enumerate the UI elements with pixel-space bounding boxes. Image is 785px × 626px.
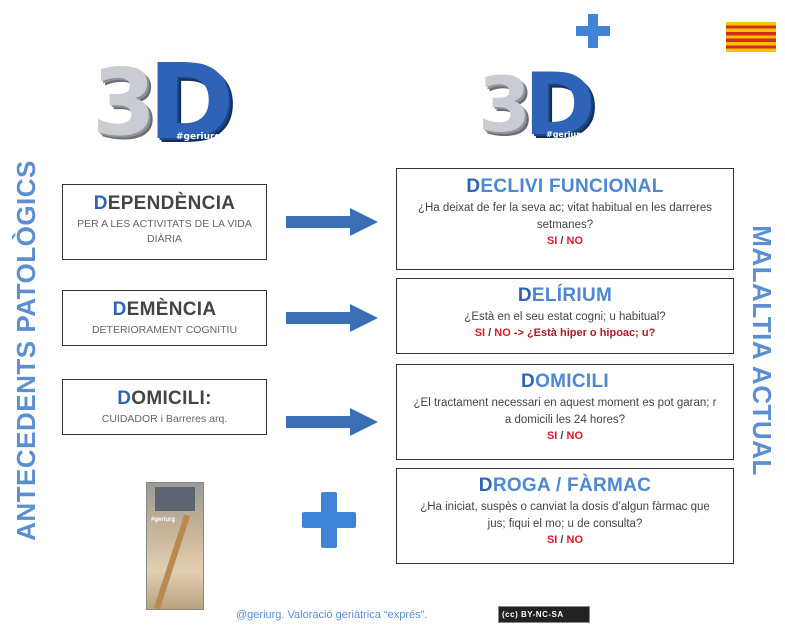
- box-declivi-title: DECLIVI FUNCIONAL: [466, 176, 664, 197]
- logo-tag-right: #geriurg: [546, 130, 586, 139]
- box-dependencia-subtitle: PER A LES ACTIVITATS DE LA VIDA DIÀRIA: [77, 218, 252, 245]
- plus-icon-small: [576, 14, 610, 48]
- box-delirium-title: DELÍRIUM: [517, 285, 613, 306]
- logo-tag-left: #geriurg: [176, 132, 221, 142]
- box-demencia-subtitle: DETERIORAMENT COGNITIU: [91, 324, 238, 336]
- box-domicili-right: DOMICILI ¿El tractament necessari en aqu…: [396, 364, 734, 460]
- plus-icon-large: [302, 492, 356, 548]
- malaltia-label: MALALTIA ACTUAL: [741, 210, 781, 490]
- box-dependencia-title: DEPENDÈNCIA: [93, 193, 236, 214]
- box-delirium-answer: SI / NO -> ¿Està hiper o hipoac; u?: [474, 327, 656, 339]
- logo-3d-left: 3 D #geriurg: [92, 41, 235, 163]
- box-domicili-left-subtitle: CUIDADOR i Barreres arq.: [101, 413, 228, 425]
- box-declivi-answer: SI / NO: [546, 235, 584, 247]
- box-declivi: DECLIVI FUNCIONAL ¿Ha deixat de fer la s…: [396, 168, 734, 270]
- box-domicili-right-question: ¿El tractament necessari en aquest momen…: [413, 397, 717, 426]
- antecedents-text: ANTECEDENTS PATOLÒGICS: [10, 159, 41, 541]
- malaltia-text: MALALTIA ACTUAL: [746, 224, 777, 476]
- photo-screen: [155, 487, 195, 511]
- box-declivi-question: ¿Ha deixat de fer la seva ac; vitat habi…: [417, 202, 713, 231]
- box-dependencia: DEPENDÈNCIA PER A LES ACTIVITATS DE LA V…: [62, 184, 267, 260]
- box-delirium-question: ¿Està en el seu estat cogni; u habitual?: [464, 311, 666, 323]
- box-droga: DROGA / FÀRMAC ¿Ha iniciat, suspès o can…: [396, 468, 734, 564]
- box-domicili-right-title: DOMICILI: [521, 371, 609, 392]
- box-domicili-left: DOMICILI: CUIDADOR i Barreres arq.: [62, 379, 267, 435]
- arrow-icon: [286, 408, 378, 436]
- antecedents-label: ANTECEDENTS PATOLÒGICS: [6, 150, 46, 550]
- cane-photo: #geriurg: [146, 482, 204, 610]
- photo-label: #geriurg: [151, 517, 176, 523]
- box-droga-question: ¿Ha iniciat, suspès o canviat la dosis d…: [420, 501, 710, 530]
- box-demencia-title: DEMÈNCIA: [112, 299, 217, 320]
- logo-3d-right: 3 D #geriurg: [478, 55, 596, 155]
- photo-cane: [154, 514, 190, 609]
- arrow-icon: [286, 304, 378, 332]
- box-demencia: DEMÈNCIA DETERIORAMENT COGNITIU: [62, 290, 267, 346]
- box-delirium: DELÍRIUM ¿Està en el seu estat cogni; u …: [396, 278, 734, 354]
- arrow-icon: [286, 208, 378, 236]
- box-droga-answer: SI / NO: [546, 534, 584, 546]
- box-droga-title: DROGA / FÀRMAC: [478, 475, 652, 496]
- catalan-flag-icon: [726, 22, 776, 52]
- box-domicili-right-answer: SI / NO: [546, 430, 584, 442]
- cc-license-badge[interactable]: (cc) BY-NC-SA: [498, 606, 590, 623]
- box-domicili-left-title: DOMICILI:: [117, 388, 212, 409]
- footer-credit: @geriurg. Valoració geriàtrica “exprés”.: [236, 609, 428, 621]
